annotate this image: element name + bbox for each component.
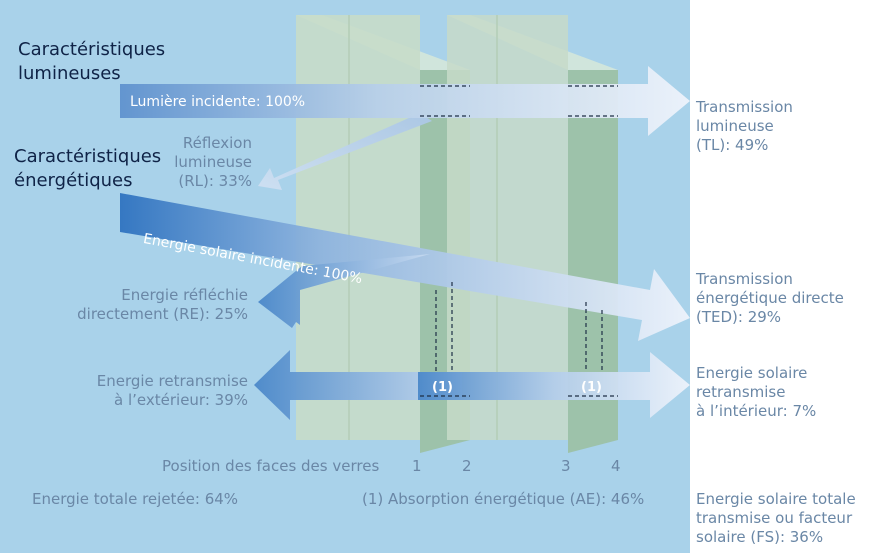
retransmitted-inside-arrow <box>418 352 690 418</box>
face-number-2: 2 <box>462 457 472 475</box>
total-rejected-label: Energie totale rejetée: 64% <box>32 490 239 508</box>
face-number-4: 4 <box>611 457 621 475</box>
solar-incident-arrow <box>120 193 690 341</box>
light-incident-label: Lumière incidente: 100% <box>130 94 306 110</box>
faces-caption: Position des faces des verres <box>162 457 380 475</box>
light-transmission-arrow <box>120 66 690 136</box>
absorption-dashes <box>420 85 618 397</box>
light-reflection-arrow <box>258 113 432 190</box>
reflected-direct-arrow <box>258 254 430 328</box>
absorption-marker-1: (1) <box>432 380 453 395</box>
absorption-marker-2: (1) <box>581 380 602 395</box>
face-number-3: 3 <box>561 457 571 475</box>
retransmitted-outside-arrow <box>254 350 462 420</box>
face-number-1: 1 <box>412 457 422 475</box>
absorption-note: (1) Absorption énergétique (AE): 46% <box>362 490 645 508</box>
